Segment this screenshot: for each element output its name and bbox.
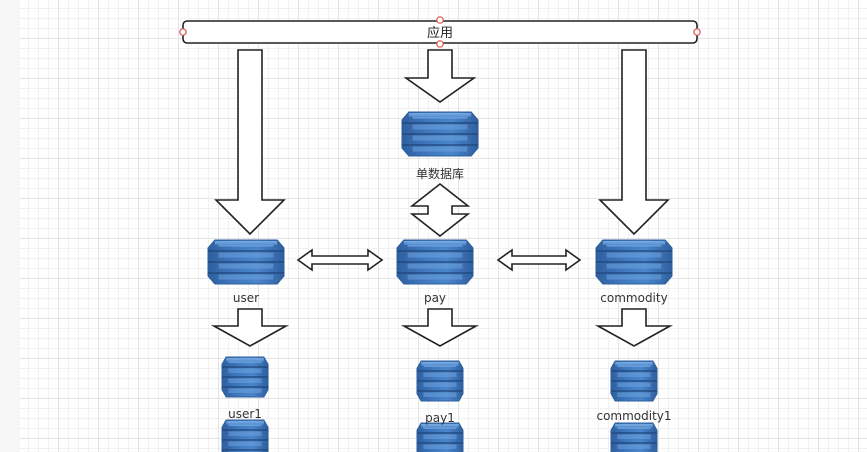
node-label-commodity: commodity (600, 291, 667, 305)
arrow-user-to-pay[interactable] (296, 248, 384, 272)
node-label-pay: pay (424, 291, 446, 305)
app-bar[interactable]: 应用 (179, 16, 701, 48)
arrow-app-to-single-db[interactable] (403, 49, 477, 103)
database-icon[interactable] (401, 111, 479, 157)
database-icon[interactable] (416, 422, 464, 452)
arrow-pay-to-commodity[interactable] (496, 248, 582, 272)
arrow-pay-to-pay1[interactable] (400, 308, 480, 347)
arrow-user-to-user1[interactable] (210, 308, 290, 347)
database-icon[interactable] (610, 422, 658, 452)
arrow-app-to-commodity[interactable] (598, 49, 670, 236)
selection-handle-left[interactable] (179, 28, 187, 36)
database-icon[interactable] (221, 419, 269, 452)
app-bar-label: 应用 (427, 25, 453, 41)
arrow-commodity-to-commodity1[interactable] (594, 308, 674, 347)
arrow-single-db-to-pay[interactable] (409, 182, 471, 238)
node-label-user: user (233, 291, 259, 305)
node-label-commodity1: commodity1 (596, 409, 671, 423)
selection-handle-bottom[interactable] (436, 40, 444, 48)
database-icon[interactable] (221, 356, 269, 398)
canvas-margin (0, 0, 20, 452)
database-icon[interactable] (595, 239, 673, 285)
selection-handle-right[interactable] (693, 28, 701, 36)
node-label-user1: user1 (228, 407, 262, 421)
database-icon[interactable] (396, 239, 474, 285)
database-icon[interactable] (207, 239, 285, 285)
selection-handle-top[interactable] (436, 16, 444, 24)
database-icon[interactable] (416, 360, 464, 402)
node-label-pay1: pay1 (425, 411, 455, 425)
node-label-single-db: 单数据库 (416, 166, 464, 181)
arrow-app-to-user[interactable] (214, 49, 286, 236)
database-icon[interactable] (610, 360, 658, 402)
